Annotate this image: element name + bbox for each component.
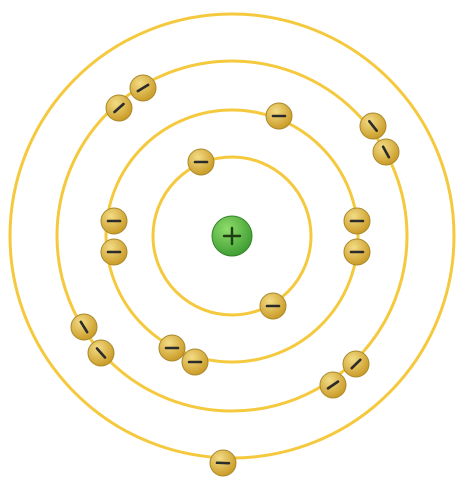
- electron: [106, 95, 132, 121]
- electron: [71, 314, 97, 340]
- electron: [343, 351, 369, 377]
- electron: [88, 340, 114, 366]
- electron: [266, 103, 292, 129]
- electron: [210, 450, 236, 476]
- electron: [159, 335, 185, 361]
- electron: [188, 149, 214, 175]
- electron: [344, 208, 370, 234]
- electron: [360, 113, 386, 139]
- electrons: [71, 75, 399, 476]
- electron: [101, 239, 127, 265]
- electron: [182, 349, 208, 375]
- electron: [101, 208, 127, 234]
- electron: [130, 75, 156, 101]
- electron: [260, 293, 286, 319]
- electron: [320, 372, 346, 398]
- electron: [373, 139, 399, 165]
- electron: [344, 239, 370, 265]
- nucleus: [212, 216, 252, 256]
